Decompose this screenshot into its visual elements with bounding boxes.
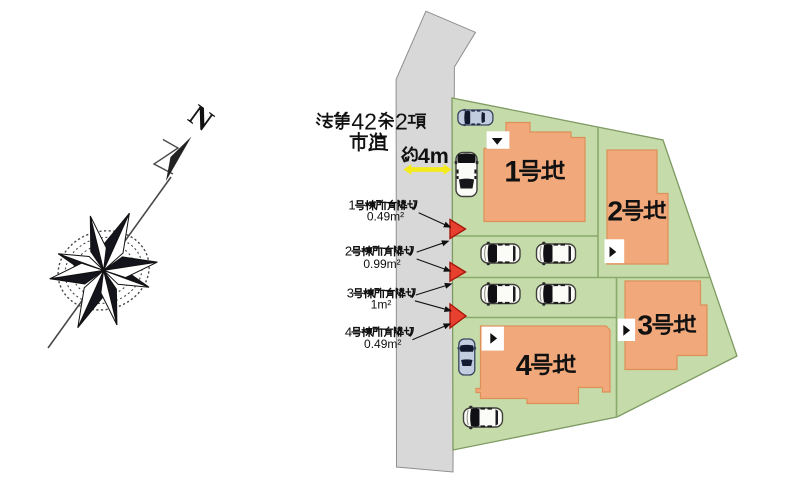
svg-text:3: 3 (347, 286, 354, 301)
svg-text:4m: 4m (418, 144, 449, 168)
svg-text:0.49m²: 0.49m² (367, 209, 404, 223)
svg-text:4: 4 (516, 350, 532, 382)
svg-text:2: 2 (395, 108, 408, 134)
svg-text:3: 3 (637, 310, 653, 341)
svg-text:1: 1 (348, 198, 355, 213)
svg-text:0.49m²: 0.49m² (364, 337, 401, 351)
svg-text:2: 2 (345, 243, 352, 258)
svg-text:4: 4 (351, 108, 364, 134)
svg-text:4: 4 (345, 324, 352, 339)
svg-text:0.99m²: 0.99m² (363, 257, 400, 271)
svg-text:1m²: 1m² (371, 297, 392, 311)
svg-text:1: 1 (504, 155, 520, 188)
svg-text:2: 2 (364, 108, 377, 134)
svg-text:2: 2 (607, 196, 623, 227)
